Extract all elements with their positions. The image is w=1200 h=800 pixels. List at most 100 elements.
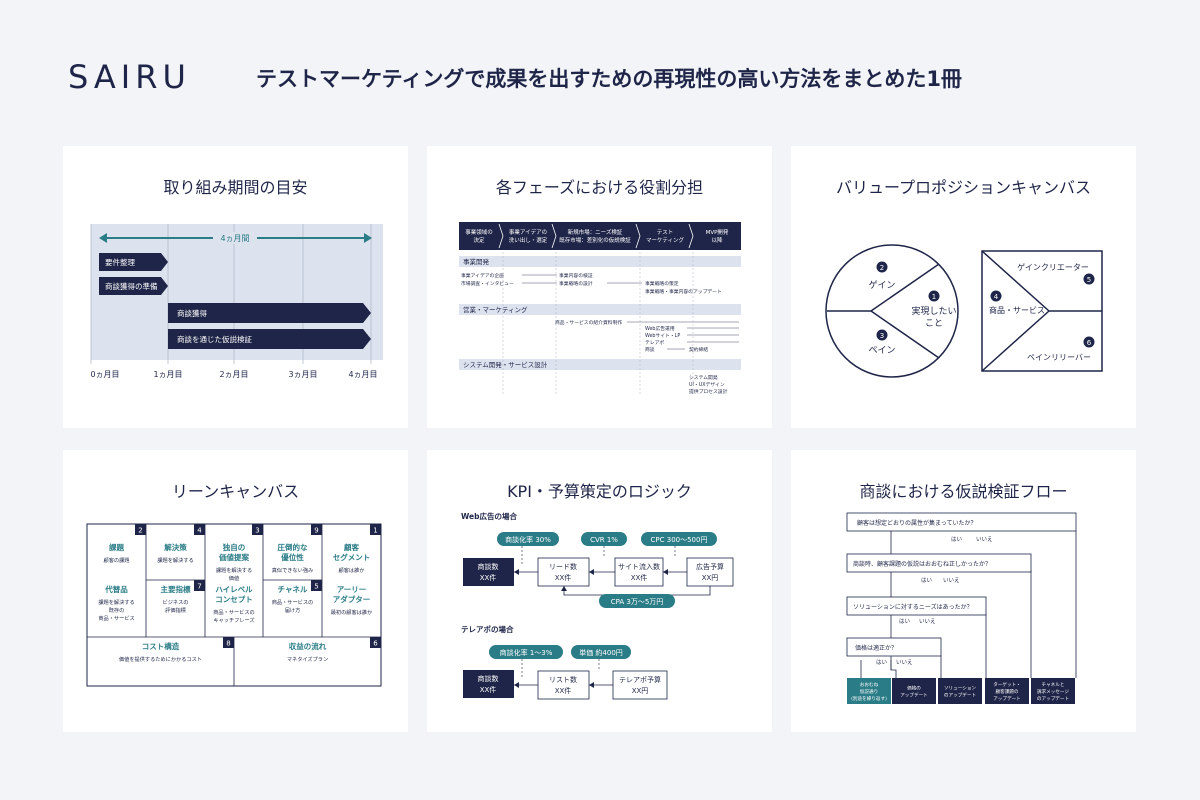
kpi-pill: CPA 3万〜5万円 — [611, 598, 664, 606]
kpi-subhead: Web広告の場合 — [461, 511, 517, 521]
kpi-box: リード数 — [549, 562, 577, 571]
lean-num-badge — [311, 524, 322, 535]
kpi-pill: CVR 1% — [590, 536, 618, 544]
lean-cell-title: 主要指標 — [161, 584, 191, 594]
lean-cell-title: セグメント — [333, 552, 371, 562]
flow-result-label: 価格の — [907, 685, 921, 692]
lean-num: 9 — [314, 527, 318, 535]
lean-cell-sub: 価値 — [229, 574, 239, 582]
kpi-box: テレアポ予算 — [619, 675, 661, 684]
role-item: 契約締結 — [689, 346, 708, 353]
lean-num: 6 — [373, 640, 378, 648]
phase-label: 以降 — [711, 236, 723, 244]
flow-result-label: (別途を繰り返す) — [851, 695, 887, 702]
flow-no: いいえ — [976, 536, 993, 543]
lean-cell-title: 価値提案 — [218, 552, 249, 562]
flow-no: いいえ — [896, 659, 913, 666]
phase-label: 洗い出し・選定 — [509, 236, 548, 244]
vpc-num: 3 — [880, 332, 884, 340]
lean-num: 1 — [373, 527, 377, 535]
flow-result-label: ターゲット・ — [993, 681, 1021, 688]
vpc-num: 5 — [1087, 276, 1091, 284]
kpi-box: 商談数 — [478, 674, 499, 683]
card-vpc[interactable]: バリュープロポジションキャンバス 2 ゲイン 3 ペイン 1 実現したい こと … — [791, 146, 1136, 428]
flow-result-box — [892, 678, 936, 704]
kpi-box: XX件 — [480, 685, 497, 694]
lean-cell-sub: 商品・サービス — [98, 614, 134, 622]
role-item: システム開発 — [689, 374, 718, 381]
period-diagram: 4ヵ月間 要件整理 商談獲得の準備 商談獲得 商談を通じた仮説検証 0ヵ月目 1… — [90, 224, 383, 379]
lean-cell-sub: 届け方 — [285, 606, 301, 614]
lean-cell-sub: 顧客は誰か — [339, 566, 365, 574]
lean-num: 7 — [197, 583, 201, 591]
vpc-label: ゲインクリエーター — [1017, 262, 1089, 272]
kpi-pill: 商談化率 1〜3% — [500, 648, 553, 657]
month-tick: 0ヵ月目 — [90, 370, 119, 379]
month-tick: 1ヵ月目 — [153, 370, 182, 379]
flow-result-box — [938, 678, 982, 704]
kpi-box: サイト流入数 — [618, 562, 660, 571]
vpc-label: ゲイン — [869, 279, 896, 291]
kpi-box: XX件 — [631, 573, 648, 582]
vpc-num: 4 — [994, 293, 999, 301]
flow-no: いいえ — [919, 618, 936, 625]
section-label: 事業開発 — [463, 257, 490, 266]
lean-num-badge — [135, 524, 146, 535]
role-item: Web広告運用 — [645, 325, 675, 332]
lean-cell-title: 圧倒的な — [278, 542, 308, 552]
lean-cell-title: 代替品 — [104, 584, 128, 594]
flow-question: ソリューションに対するニーズはあったか？ — [853, 603, 973, 611]
roles-diagram: 事業領域の決定事業アイデアの洗い出し・選定新規市場：ニーズ検証既存市場：差別化の… — [459, 222, 741, 396]
role-item: 提供プロセス設計 — [689, 388, 728, 395]
lean-cell-sub: 商品・サービスの — [272, 598, 314, 606]
bar-label: 要件整理 — [105, 257, 135, 267]
flow-result-label: 訴求メッセージ — [1037, 688, 1069, 695]
lean-num: 5 — [314, 583, 318, 591]
card-roles[interactable]: 各フェーズにおける役割分担 事業領域の決定事業アイデアの洗い出し・選定新規市場：… — [427, 146, 772, 428]
flow-result-label: アップデート — [900, 692, 928, 699]
card-title: 各フェーズにおける役割分担 — [495, 178, 704, 197]
role-item: 事業戦略の策定 — [645, 280, 679, 287]
flow-yes: はい — [876, 659, 888, 666]
flow-result-label: チャネルと — [1042, 682, 1065, 688]
lean-cell-sub: 価値を提供するためにかかるコスト — [119, 655, 202, 663]
lean-cell-sub: 最初の顧客は誰か — [331, 608, 373, 616]
kpi-box: XX円 — [632, 687, 649, 695]
vpc-label: 商品・サービス — [989, 305, 1045, 315]
lean-cell-sub: 課題を解決する — [157, 556, 193, 564]
card-title: バリュープロポジションキャンバス — [835, 178, 1092, 197]
lean-num: 2 — [138, 527, 142, 535]
vpc-label: ペインリリーバー — [1027, 353, 1091, 362]
flow-result-box — [985, 678, 1029, 704]
phase-label: 事業アイデアの — [509, 228, 547, 236]
flow-question: 価格は適正か？ — [855, 644, 897, 652]
lean-cell-title: ハイレベル — [215, 585, 253, 594]
vpc-label: こと — [925, 318, 943, 329]
flow-result-box — [847, 678, 891, 704]
lean-num: 3 — [255, 527, 259, 535]
kpi-subhead: テレアポの場合 — [461, 624, 514, 634]
kpi-box: XX件 — [480, 573, 497, 582]
lean-cell-sub: 課題を解決する — [98, 598, 134, 606]
bar-label: 商談を通じた仮説検証 — [177, 334, 252, 344]
card-period[interactable]: 取り組み期間の目安 4ヵ月間 要件整理 商談獲得の準備 商談獲得 商談を通じた仮… — [63, 146, 408, 428]
lean-cell-title: 顧客 — [344, 542, 359, 552]
lean-cell-sub: キャッチフレーズ — [213, 616, 254, 624]
lean-canvas: 課題顧客の課題2解決策課題を解決する4独自の価値提案課題を解決する価値3圧倒的な… — [86, 523, 382, 687]
month-tick: 3ヵ月目 — [288, 370, 317, 379]
role-item: UI・UXデザイン — [689, 381, 725, 388]
lean-num-badge — [370, 524, 381, 535]
flow-result-label: のアップデート — [944, 692, 976, 699]
lean-num: 4 — [197, 527, 202, 535]
flow-yes: はい — [899, 618, 911, 625]
kpi-box: 商談数 — [478, 562, 499, 571]
lean-num: 8 — [226, 640, 230, 648]
bar-label: 商談獲得 — [177, 308, 207, 318]
card-flow[interactable]: 商談における仮説検証フロー 顧客は想定どおりの属性が集まっていたか？ はい いい… — [791, 450, 1136, 732]
flow-question: 顧客は想定どおりの属性が集まっていたか？ — [857, 519, 976, 527]
lean-cell-title: アダプター — [333, 594, 371, 604]
phase-label: 新規市場：ニーズ検証 — [568, 228, 623, 236]
card-kpi[interactable]: KPI・予算策定のロジック Web広告の場合 商談数 XX件 リード数 XX件 … — [427, 450, 772, 732]
kpi-pill: 単価 約400円 — [579, 648, 623, 657]
